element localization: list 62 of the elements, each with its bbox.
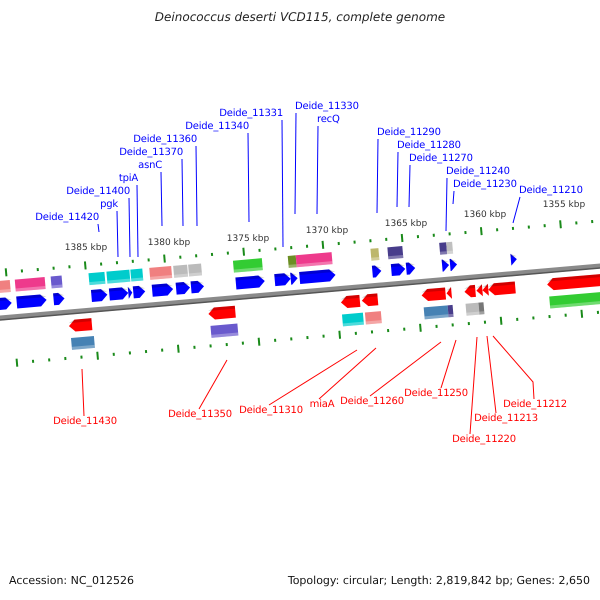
scale-label: 1360 kbp (464, 210, 506, 220)
leader-line (440, 340, 456, 388)
gene-label: Deide_11350 (168, 409, 232, 421)
leader-line (136, 184, 138, 258)
gene-label: tpiA (118, 173, 138, 185)
leader-line (282, 120, 284, 248)
leader-line (182, 158, 184, 226)
leader-line (98, 224, 100, 232)
gene-label: Deide_11280 (397, 140, 461, 152)
leader-line (116, 210, 118, 258)
leader-line (294, 112, 296, 214)
gene-label: Deide_11331 (219, 108, 283, 120)
gene-label: Deide_11310 (239, 405, 303, 417)
gene-label: Deide_11213 (474, 413, 538, 425)
scale-label: 1365 kbp (384, 219, 428, 230)
gene-label: Deide_11400 (66, 186, 130, 198)
leader-line (128, 198, 130, 258)
gene-label: Deide_11370 (119, 147, 183, 159)
gene-label: Deide_11210 (519, 185, 583, 197)
scale-label: 1375 kbp (226, 234, 270, 244)
leader-line (318, 348, 376, 400)
leader-line (196, 146, 198, 226)
gene-label: Deide_11360 (133, 134, 197, 146)
scale-label: 1355 kbp (542, 200, 586, 210)
gene-label: Deide_11340 (185, 121, 249, 133)
title: Deinococcus deserti VCD115, complete genome (154, 10, 446, 24)
leader-line (248, 132, 250, 222)
leader-line (492, 336, 534, 400)
footer-text: Topology: circular; Length: 2,819,842 bp; Genes: 2,650 (288, 574, 590, 587)
gene-label: Deide_11240 (446, 166, 510, 178)
gene-label: Deide_11220 (452, 434, 516, 446)
gene-label: Deide_11290 (377, 127, 441, 139)
leader-line (268, 350, 358, 406)
footer-text: Accession: NC_012526 (9, 574, 134, 587)
gene-label: Deide_11420 (35, 212, 99, 224)
scale-label: 1380 kbp (148, 238, 190, 248)
gene-label: Deide_11260 (340, 396, 404, 408)
leader-line (82, 368, 84, 416)
leader-line (370, 342, 442, 396)
gene-label: recQ (317, 114, 340, 126)
gene-label: Deide_11250 (404, 388, 468, 400)
gene-label: pgk (100, 199, 118, 211)
gene-label: Deide_11430 (53, 416, 117, 428)
leader-line (198, 360, 228, 410)
leader-line (470, 336, 478, 434)
gene-label: Deide_11230 (453, 179, 517, 191)
leader-line (316, 126, 318, 214)
gene-label: miaA (310, 399, 334, 411)
leader-line (396, 152, 398, 208)
leader-line (376, 138, 378, 214)
gene-label: asnC (138, 160, 162, 172)
leader-line (408, 164, 410, 208)
leader-line (452, 190, 454, 204)
gene-label: Deide_11212 (503, 399, 567, 411)
leader-line (446, 178, 448, 232)
leader-line (160, 172, 162, 226)
leader-line (512, 196, 520, 224)
gene-label: Deide_11270 (409, 153, 473, 165)
scale-label: 1385 kbp (64, 243, 108, 254)
leader-line (486, 336, 496, 414)
gene-label: Deide_11330 (295, 101, 359, 113)
scale-label: 1370 kbp (306, 226, 348, 236)
